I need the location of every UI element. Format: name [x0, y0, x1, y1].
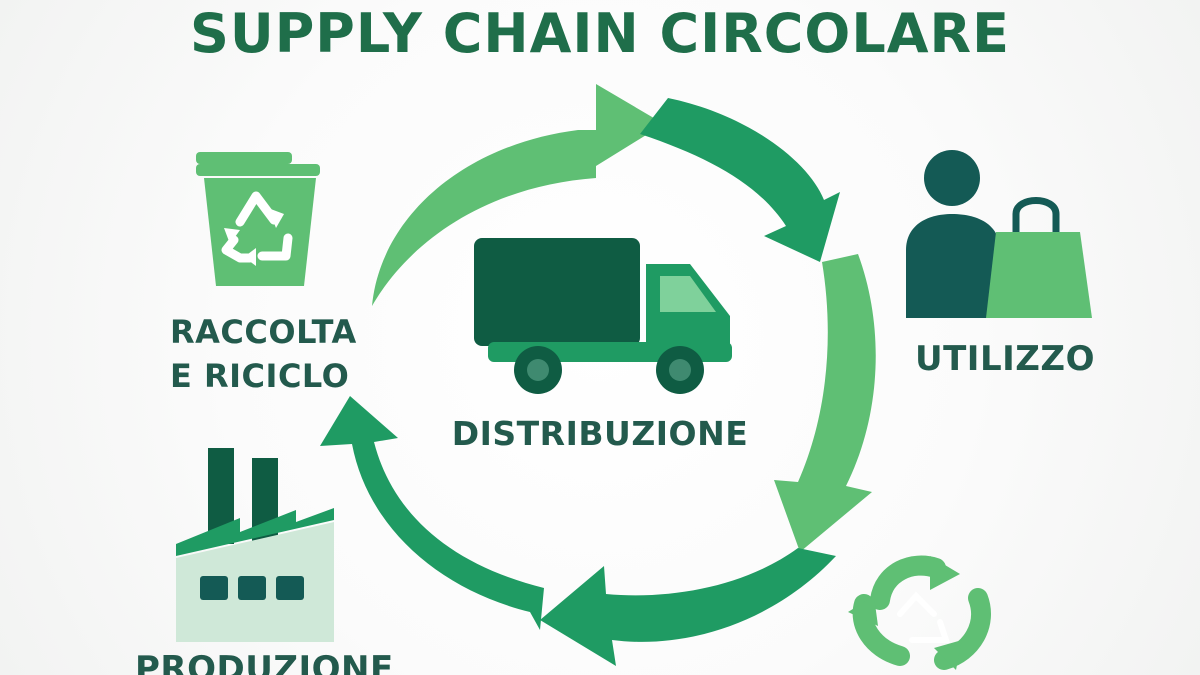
delivery-truck-icon: [474, 238, 732, 394]
arrow-produzione-to-raccolta: [320, 396, 544, 630]
label-raccolta-line1: RACCOLTA: [170, 313, 357, 351]
arrow-raccolta-to-distribuzione: [372, 84, 664, 306]
label-distribuzione: DISTRIBUZIONE: [451, 414, 749, 453]
label-produzione: PRODUZIONE: [135, 649, 394, 675]
recycle-bin-icon: [196, 152, 320, 286]
label-utilizzo: UTILIZZO: [915, 339, 1095, 379]
factory-icon: [176, 448, 334, 642]
consumer-with-bag-icon: [906, 150, 1092, 318]
arrow-distribuzione-to-utilizzo: [640, 98, 840, 262]
arrow-utilizzo-to-riciclo: [774, 254, 876, 552]
label-raccolta-riciclo: RACCOLTA E RICICLO: [170, 310, 370, 398]
recycle-symbol-icon: [848, 555, 991, 670]
label-raccolta-line2: E RICICLO: [170, 357, 350, 395]
cycle-arrows: [320, 84, 876, 666]
diagram-title: SUPPLY CHAIN CIRCOLARE: [189, 2, 1010, 65]
arrow-riciclo-to-produzione: [540, 548, 836, 666]
